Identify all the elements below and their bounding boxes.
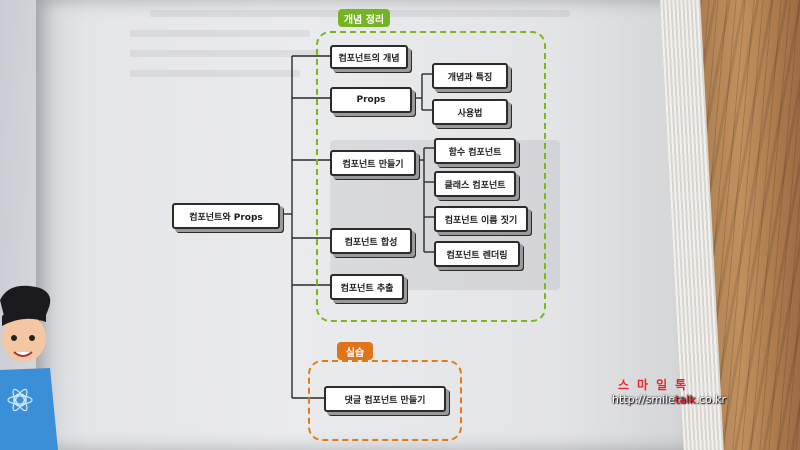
props-child-node: 사용법 xyxy=(432,99,508,125)
watermark-url: http://smiletalk.co.kr xyxy=(612,393,762,406)
faint-print xyxy=(130,70,300,77)
concept-node: Props xyxy=(330,87,412,113)
concept-group-border xyxy=(316,31,546,322)
concept-node: 컴포넌트 합성 xyxy=(330,228,412,254)
concept-node: 컴포넌트 추출 xyxy=(330,274,404,300)
concept-node: 컴포넌트의 개념 xyxy=(330,45,408,69)
root-node: 컴포넌트와 Props xyxy=(172,203,280,229)
faint-print xyxy=(130,50,320,57)
character-illustration xyxy=(0,285,58,450)
make-child-node: 컴포넌트 렌더링 xyxy=(434,241,520,267)
make-child-node: 컴포넌트 이름 짓기 xyxy=(434,206,528,232)
practice-group-label: 실습 xyxy=(337,342,373,360)
make-child-node: 함수 컴포넌트 xyxy=(434,138,516,164)
watermark-title: 스마일톡 xyxy=(618,378,695,392)
watermark: 스마일톡 http://smiletalk.co.kr xyxy=(612,376,762,406)
watermark-url-mid: talk xyxy=(675,393,696,406)
make-child-node: 클래스 컴포넌트 xyxy=(434,171,516,197)
faint-print xyxy=(130,30,310,37)
practice-node: 댓글 컴포넌트 만들기 xyxy=(324,386,446,412)
concept-node: 컴포넌트 만들기 xyxy=(330,150,416,176)
watermark-url-prefix: http://smile xyxy=(612,393,676,406)
book-page xyxy=(36,0,686,450)
watermark-url-suffix: .co.kr xyxy=(695,393,726,406)
practice-group-border xyxy=(308,360,462,441)
concept-group-label: 개념 정리 xyxy=(338,9,390,27)
props-child-node: 개념과 특징 xyxy=(432,63,508,89)
